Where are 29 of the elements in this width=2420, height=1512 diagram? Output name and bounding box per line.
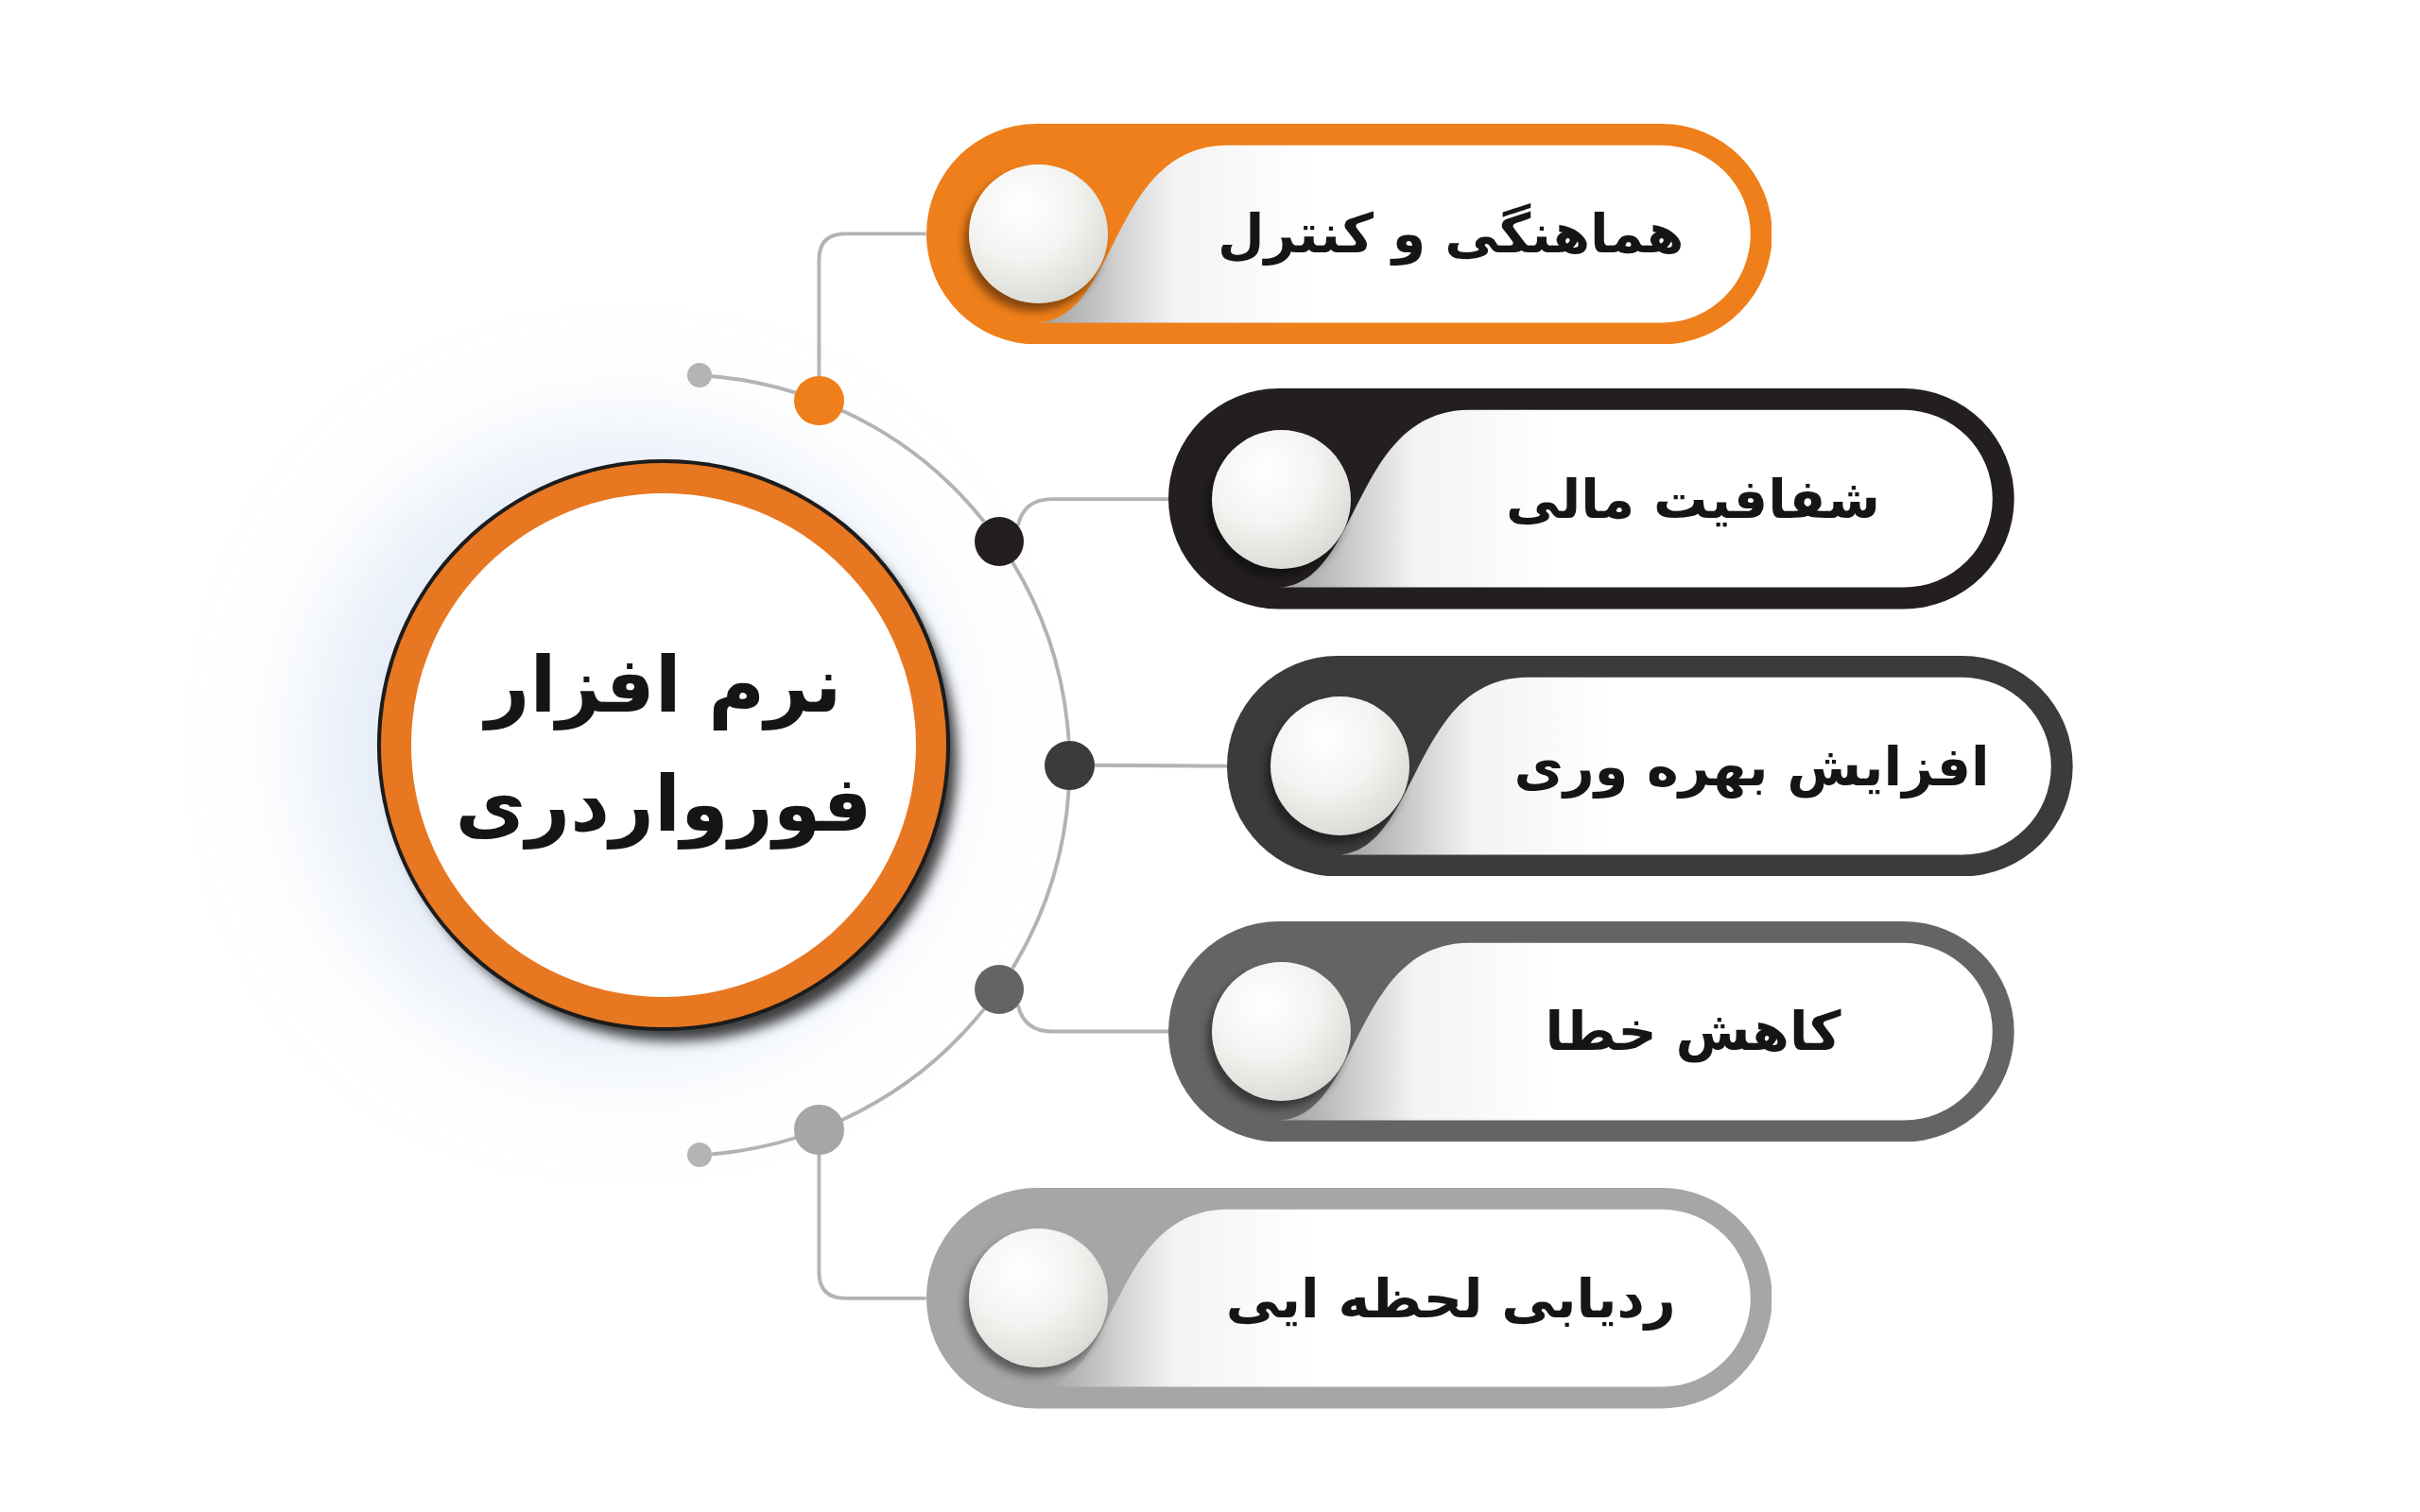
dot-marker [794, 376, 844, 426]
pill-label: ردیابی لحظه ایی [1225, 1265, 1676, 1332]
dot-marker [974, 516, 1024, 566]
arc-line [840, 408, 986, 524]
connector-line [817, 1154, 926, 1300]
dot-marker [974, 964, 1024, 1014]
arc-line [1011, 789, 1071, 970]
arc-line [711, 1136, 797, 1157]
dot-marker [1045, 740, 1095, 790]
connector-line [1094, 763, 1227, 768]
arc-line [1011, 560, 1071, 741]
pill-box [1167, 388, 2014, 610]
circle-label: نرم افزار فورواردری [455, 639, 873, 851]
pill-box [1226, 655, 2073, 877]
pill-box [925, 123, 1772, 345]
dot-marker [794, 1105, 844, 1155]
connector-line [1015, 497, 1168, 526]
connector-line [817, 232, 926, 377]
connector-line [1015, 1004, 1168, 1034]
pill-label: هماهنگی و کنترل [1217, 200, 1685, 267]
dot-marker [686, 363, 713, 388]
pill-label: افزایش بهره وری [1513, 733, 1990, 800]
arc-line [711, 374, 797, 395]
pill-box [925, 1188, 1772, 1409]
pill-box [1167, 920, 2014, 1143]
pill-label: کاهش خطا [1545, 999, 1841, 1065]
pill-label: شفافیت مالی [1506, 466, 1880, 532]
arc-line [840, 1007, 986, 1122]
dot-marker [686, 1143, 713, 1168]
